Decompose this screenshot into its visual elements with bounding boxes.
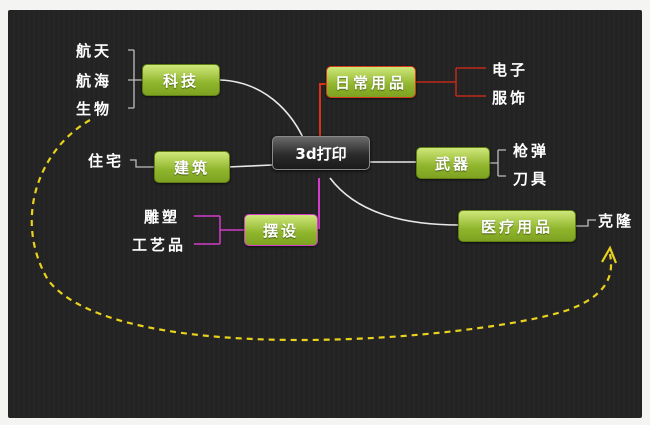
branch-baishe: 摆设 <box>244 214 318 246</box>
leaf-shengwu: 生物 <box>76 100 113 118</box>
branch-jianzhu-label: 建筑 <box>173 158 210 177</box>
leaf-kelong: 克隆 <box>598 212 635 230</box>
link-richang <box>319 83 328 142</box>
leaf-hangtian: 航天 <box>76 42 113 60</box>
branch-richang: 日常用品 <box>326 66 416 98</box>
branch-yiliao-label: 医疗用品 <box>480 217 553 236</box>
dashed-arrow <box>30 119 613 342</box>
leaf-diaosu: 雕塑 <box>144 208 181 226</box>
branch-keji-label: 科技 <box>162 71 199 90</box>
leaf-gongyipin: 工艺品 <box>132 236 187 254</box>
branch-wuqi: 武器 <box>416 147 490 179</box>
leaf-qiangdan: 枪弹 <box>513 142 550 160</box>
link-yiliao <box>329 177 461 226</box>
center-node-label: 3d打印 <box>295 144 347 163</box>
bracket-baishe <box>194 215 244 245</box>
mindmap-screen: 3d打印 科技 航天 航海 生物 日常用品 电子 服饰 建筑 住宅 武器 枪弹 … <box>8 10 642 418</box>
link-jianzhu <box>227 164 273 168</box>
branch-baishe-label: 摆设 <box>262 221 299 240</box>
leaf-zhuzhai: 住宅 <box>88 152 125 170</box>
branch-richang-label: 日常用品 <box>334 73 407 92</box>
leaf-hanghai: 航海 <box>76 72 113 90</box>
branch-yiliao: 医疗用品 <box>458 210 576 242</box>
bracket-richang <box>416 67 486 97</box>
bracket-jianzhu <box>130 159 154 168</box>
bracket-yiliao <box>576 219 596 227</box>
leaf-dianzi: 电子 <box>492 61 529 79</box>
branch-jianzhu: 建筑 <box>154 151 230 183</box>
branch-keji: 科技 <box>142 64 220 96</box>
center-node: 3d打印 <box>272 136 370 170</box>
bracket-keji <box>128 49 142 109</box>
bracket-wuqi <box>488 149 506 177</box>
branch-wuqi-label: 武器 <box>434 154 471 173</box>
dashed-arrow-head <box>601 245 618 264</box>
connector-layer <box>30 49 618 342</box>
leaf-daoju: 刀具 <box>513 170 550 188</box>
leaf-fushi: 服饰 <box>492 89 529 107</box>
